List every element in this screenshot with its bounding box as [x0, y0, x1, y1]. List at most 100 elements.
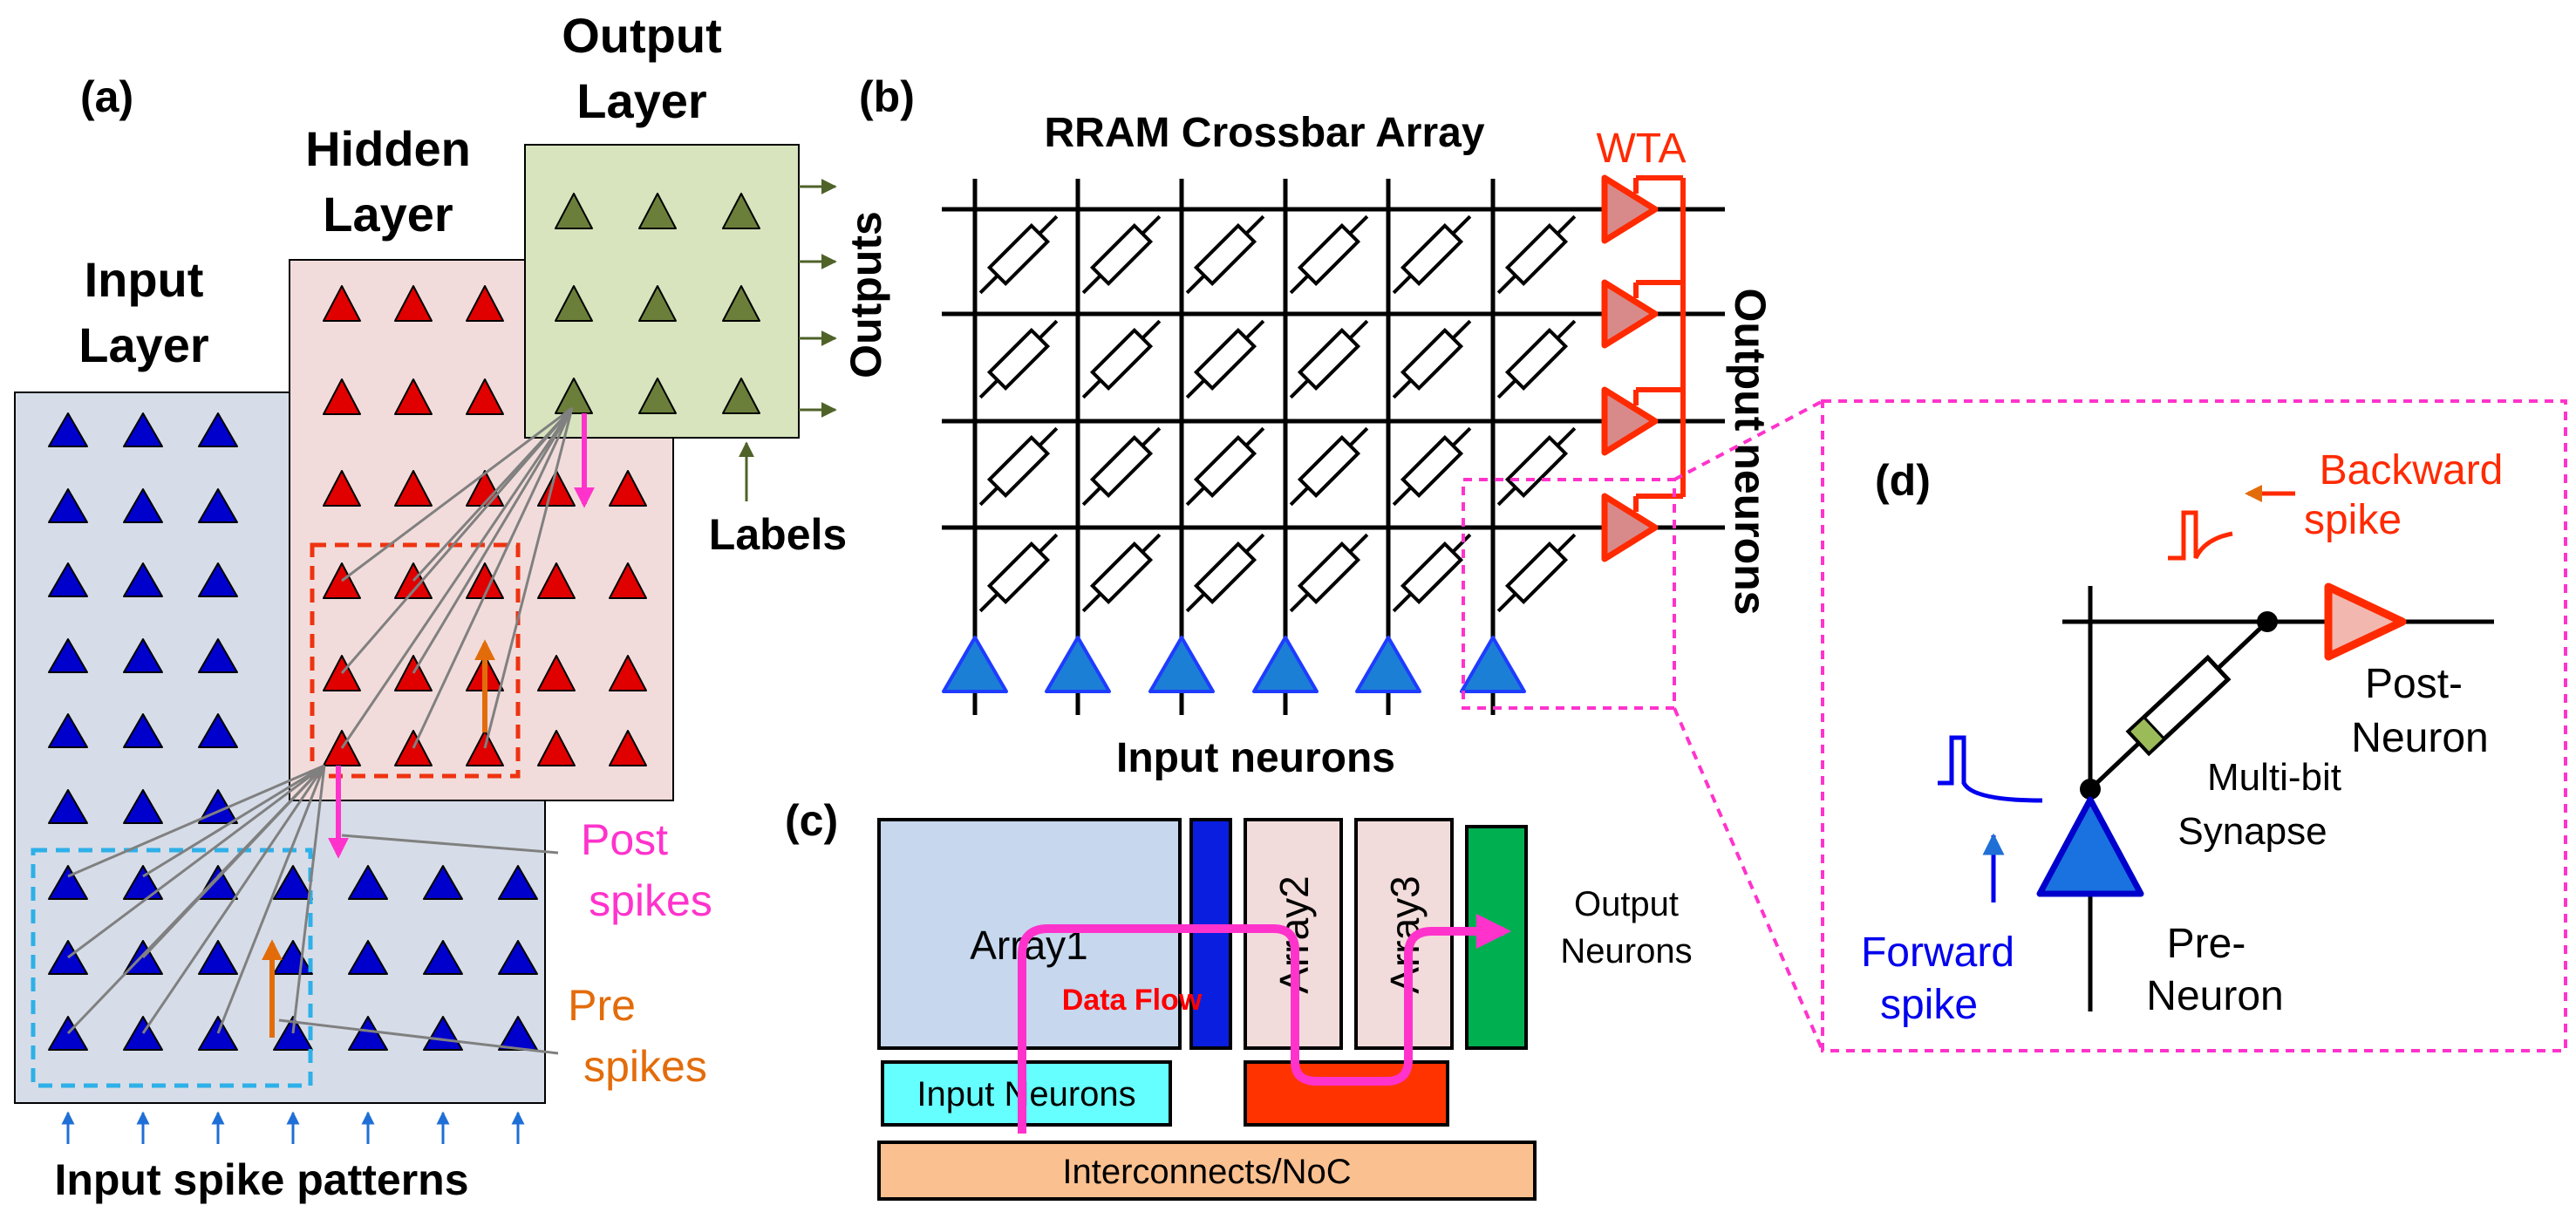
outputs-label: Outputs — [842, 211, 890, 378]
input-neuron — [348, 940, 388, 975]
forward-spike-waveform — [1938, 735, 2043, 803]
panel-c-label: (c) — [785, 796, 838, 845]
crossbar-input-neuron — [942, 636, 1008, 693]
input-neuron — [48, 789, 88, 824]
rram-cell — [978, 215, 1059, 295]
hidden-neuron — [466, 285, 504, 322]
rram-cell-resistor — [1297, 222, 1361, 287]
hidden-neuron — [537, 562, 576, 599]
input-neurons-label-b: Input neurons — [1116, 735, 1395, 781]
rram-cell-resistor — [986, 327, 1051, 392]
rram-cell-resistor — [1400, 541, 1464, 605]
input-neuron — [123, 789, 163, 824]
rram-cell-resistor — [1193, 222, 1257, 287]
data-flow-label: Data Flow — [1062, 984, 1203, 1017]
rram-cell-resistor — [1089, 222, 1154, 287]
rram-cell-resistor — [1089, 327, 1154, 392]
pre-neuron-label-1: Pre- — [2167, 921, 2246, 967]
input-neuron — [498, 940, 538, 975]
connection-line — [340, 407, 574, 749]
pre-spikes-label-2: spikes — [583, 1042, 707, 1091]
input-neuron — [123, 488, 163, 523]
output-neuron — [638, 193, 677, 229]
hidden-neuron — [537, 655, 576, 691]
input-receptive-field-box — [31, 848, 313, 1088]
crossbar-input-neuron — [1355, 636, 1421, 693]
rram-cell-resistor — [1193, 541, 1257, 605]
zoom-connector-top — [1673, 399, 1823, 481]
hidden-neuron — [609, 730, 647, 766]
output-neuron — [638, 378, 677, 414]
rram-cell — [1185, 533, 1265, 613]
rram-cell-resistor — [1400, 222, 1464, 287]
hidden-layer-title-1: Hidden — [305, 121, 471, 176]
forward-spike-label-1: Forward — [1861, 930, 2014, 976]
wta-label: WTA — [1596, 126, 1686, 172]
hidden-layer-title-2: Layer — [323, 187, 453, 242]
connection-line — [412, 407, 574, 674]
input-neuron — [48, 638, 88, 673]
blue-bar — [1189, 818, 1232, 1050]
pre-neuron-label-2: Neuron — [2146, 973, 2283, 1019]
input-neuron — [423, 940, 463, 975]
input-neuron — [198, 488, 238, 523]
rram-cell — [1392, 533, 1472, 613]
wta-output-neuron — [1601, 279, 1659, 349]
rram-cell-resistor — [1297, 327, 1361, 392]
rram-cell-resistor — [1193, 327, 1257, 392]
crossbar-title: RRAM Crossbar Array — [1044, 110, 1484, 156]
input-neuron — [48, 412, 88, 447]
input-neuron — [198, 865, 238, 900]
rram-cell — [1496, 319, 1577, 399]
rram-cell — [1185, 319, 1265, 399]
input-neuron — [423, 865, 463, 900]
input-neuron — [198, 412, 238, 447]
input-neuron — [198, 638, 238, 673]
post-spikes-label-2: spikes — [589, 876, 712, 925]
pre-spikes-label-1: Pre — [568, 981, 636, 1030]
rram-cell-resistor — [1297, 434, 1361, 499]
connection-line — [483, 407, 574, 749]
output-layer-title-1: Output — [562, 8, 721, 63]
multi-bit-synapse-resistor — [2125, 654, 2232, 757]
pre-spikes-leader — [278, 1018, 559, 1055]
hidden-neuron — [394, 285, 433, 322]
pre-neuron-triangle — [2036, 796, 2144, 897]
connection-line — [291, 765, 326, 1034]
output-arrows — [739, 179, 837, 501]
hidden-neuron — [609, 470, 647, 507]
output-neuron — [722, 378, 760, 414]
zoom-box-large — [1821, 399, 2567, 1052]
rram-cell-resistor — [1504, 222, 1569, 287]
hidden-neuron — [609, 655, 647, 691]
hidden-neuron — [537, 730, 576, 766]
data-flow-path — [1018, 914, 1511, 1134]
post-neuron-label-1: Post- — [2365, 661, 2463, 707]
red-block — [1244, 1060, 1449, 1127]
rram-cell — [1081, 426, 1162, 507]
output-neuron — [722, 285, 760, 322]
rram-cell — [1496, 533, 1577, 613]
panel-a-label: (a) — [80, 72, 133, 121]
output-neurons-label-b: Output neurons — [1726, 289, 1775, 616]
crossbar-input-neuron — [1148, 636, 1215, 693]
input-neuron — [198, 562, 238, 597]
hidden-neuron — [323, 285, 361, 322]
connection-line — [340, 407, 574, 674]
hidden-neuron — [394, 470, 433, 507]
labels-label: Labels — [709, 510, 847, 559]
input-neuron — [348, 1016, 388, 1051]
output-neuron — [638, 285, 677, 322]
rram-cell-resistor — [1504, 541, 1569, 605]
crossbar-input-neuron — [1252, 636, 1319, 693]
panel-b: (b) RRAM Crossbar Array WTA Output neuro… — [859, 72, 1824, 1052]
connection-line — [216, 765, 326, 1034]
zoom-connector-bottom — [1673, 707, 1824, 1052]
rram-cell — [1289, 215, 1369, 295]
rram-cell — [1496, 426, 1577, 507]
interconnects-block — [877, 1141, 1537, 1201]
forward-spike-label-2: spike — [1880, 982, 1978, 1028]
hidden-neuron — [466, 562, 504, 599]
rram-cell-resistor — [986, 434, 1051, 499]
